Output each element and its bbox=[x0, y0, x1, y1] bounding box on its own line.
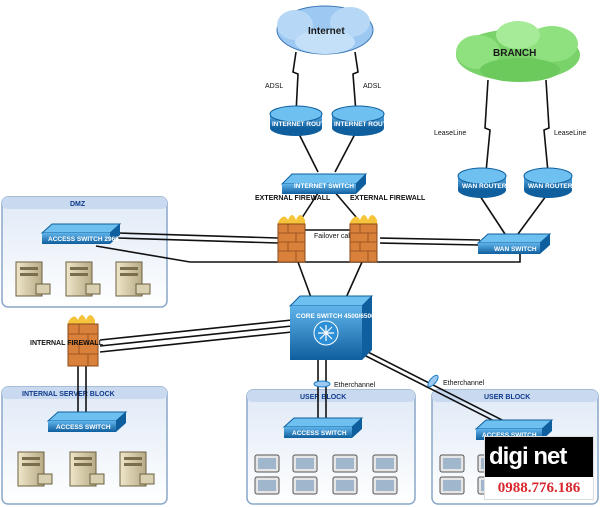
pc-icon bbox=[439, 454, 465, 473]
link-fw2-wan-a bbox=[379, 237, 481, 241]
digivinet-logo: digi net 0988.776.186 bbox=[484, 436, 594, 500]
user-access-switch-2-label: ACCESS SWITCH bbox=[482, 432, 537, 439]
internet-cloud-label: Internet bbox=[308, 26, 345, 37]
internet-router-1-label: INTERNET ROUTER bbox=[272, 121, 334, 128]
server-icon bbox=[65, 261, 101, 297]
wan-switch-label: WAN SWITCH bbox=[494, 246, 537, 253]
internet-cloud: Internet bbox=[276, 5, 374, 55]
user-access-switch-1[interactable]: ACCESS SWITCH bbox=[282, 417, 364, 438]
link-core-ub2-b bbox=[361, 353, 513, 431]
failover-label: Failover cable bbox=[314, 233, 358, 240]
internal-firewall[interactable] bbox=[67, 315, 99, 367]
server-icon bbox=[15, 261, 51, 297]
link-ifw-core-a bbox=[99, 319, 293, 341]
link-wanr1-wsw bbox=[479, 195, 506, 235]
server-icon bbox=[119, 451, 155, 487]
external-firewall-2-label: EXTERNAL FIREWALL bbox=[350, 195, 426, 202]
internal-firewall-label: INTERNAL FIREWALL bbox=[30, 340, 104, 347]
link-fw2-wan-b bbox=[379, 242, 481, 246]
link-dmz-fw1-a bbox=[117, 232, 279, 239]
wan-router-2-label: WAN ROUTER bbox=[528, 183, 573, 190]
server-access-switch-label: ACCESS SWITCH bbox=[56, 424, 111, 431]
lease-link-right bbox=[543, 79, 550, 173]
lease-label-left: LeaseLine bbox=[434, 130, 466, 137]
pc-icon bbox=[332, 476, 358, 495]
core-switch-label-text: CORE SWITCH 4500/6500 with Supervisor bbox=[296, 313, 426, 320]
link-ifw-core-b bbox=[99, 325, 293, 347]
branch-cloud: BRANCH bbox=[456, 21, 580, 82]
user-block-2-title: USER BLOCK bbox=[484, 394, 530, 401]
link-fw1-core bbox=[297, 261, 313, 301]
adsl-label-right: ADSL bbox=[363, 83, 381, 90]
pc-icon bbox=[292, 454, 318, 473]
failover-label-text: Failover cable bbox=[314, 233, 358, 240]
link-router1-switch bbox=[297, 131, 319, 173]
internet-switch-label: INTERNET SWITCH bbox=[294, 183, 354, 190]
wan-router-2[interactable]: WAN ROUTER bbox=[523, 167, 573, 198]
etherchannel-label-1: Etherchannel bbox=[334, 382, 376, 389]
link-wanr2-wsw bbox=[517, 195, 547, 235]
link-fw2-core bbox=[344, 261, 363, 301]
wan-router-1-label: WAN ROUTER bbox=[462, 183, 507, 190]
adsl-label-left: ADSL bbox=[265, 83, 283, 90]
dmz-access-switch[interactable]: ACCESS SWITCH 2960 bbox=[40, 223, 122, 244]
lease-link-left bbox=[484, 79, 491, 173]
adsl-link-left bbox=[292, 51, 299, 114]
lease-label-right: LeaseLine bbox=[554, 130, 586, 137]
pc-icon bbox=[332, 454, 358, 473]
pc-icon bbox=[254, 454, 280, 473]
user-block-1-zone: USER BLOCK bbox=[246, 389, 416, 505]
server-icon bbox=[115, 261, 151, 297]
internet-router-2-label: INTERNET ROUTER bbox=[334, 121, 396, 128]
logo-mark: digi net bbox=[485, 437, 593, 477]
link-core-ub2-a bbox=[359, 347, 511, 425]
servers bbox=[15, 261, 155, 487]
external-firewall-1[interactable] bbox=[277, 215, 306, 263]
pc-icon bbox=[254, 476, 280, 495]
etherchannel-marker-1 bbox=[313, 380, 331, 388]
pc-icon bbox=[372, 476, 398, 495]
user-access-switch-1-label: ACCESS SWITCH bbox=[292, 430, 347, 437]
server-access-switch[interactable]: ACCESS SWITCH bbox=[46, 411, 128, 432]
etherchannel-label-2: Etherchannel bbox=[443, 380, 485, 387]
internal-server-block-title: INTERNAL SERVER BLOCK bbox=[22, 391, 115, 398]
internet-router-2[interactable]: INTERNET ROUTER bbox=[331, 105, 396, 136]
external-firewall-2[interactable] bbox=[349, 215, 378, 263]
link-router2-switch bbox=[334, 131, 357, 173]
internet-switch[interactable]: INTERNET SWITCH bbox=[280, 173, 368, 194]
adsl-link-right bbox=[352, 51, 359, 114]
link-ifw-core-c bbox=[99, 331, 293, 353]
external-firewall-1-label: EXTERNAL FIREWALL bbox=[255, 195, 331, 202]
server-icon bbox=[17, 451, 53, 487]
pc-icon bbox=[292, 476, 318, 495]
logo-text: digi net bbox=[489, 443, 567, 470]
server-icon bbox=[69, 451, 105, 487]
user-block-1-title: USER BLOCK bbox=[300, 394, 346, 401]
core-switch[interactable]: CORE SWITCH 4500/6500 with Supervisor bbox=[288, 295, 426, 360]
branch-cloud-label: BRANCH bbox=[493, 48, 536, 59]
internet-router-1[interactable]: INTERNET ROUTER bbox=[269, 105, 334, 136]
dmz-zone-title: DMZ bbox=[70, 201, 86, 208]
pc-icon bbox=[372, 454, 398, 473]
pc-icon bbox=[439, 476, 465, 495]
logo-phone: 0988.776.186 bbox=[497, 480, 581, 496]
core-switch-label: CORE SWITCH 4500/6500 with Supervisor bbox=[296, 313, 426, 320]
etherchannel-marker-2 bbox=[427, 374, 439, 388]
wan-switch[interactable]: WAN SWITCH bbox=[476, 233, 552, 254]
wan-router-1[interactable]: WAN ROUTER bbox=[457, 167, 507, 198]
link-dmz-fw1-b bbox=[117, 237, 279, 244]
dmz-access-switch-label: ACCESS SWITCH 2960 bbox=[48, 236, 119, 243]
